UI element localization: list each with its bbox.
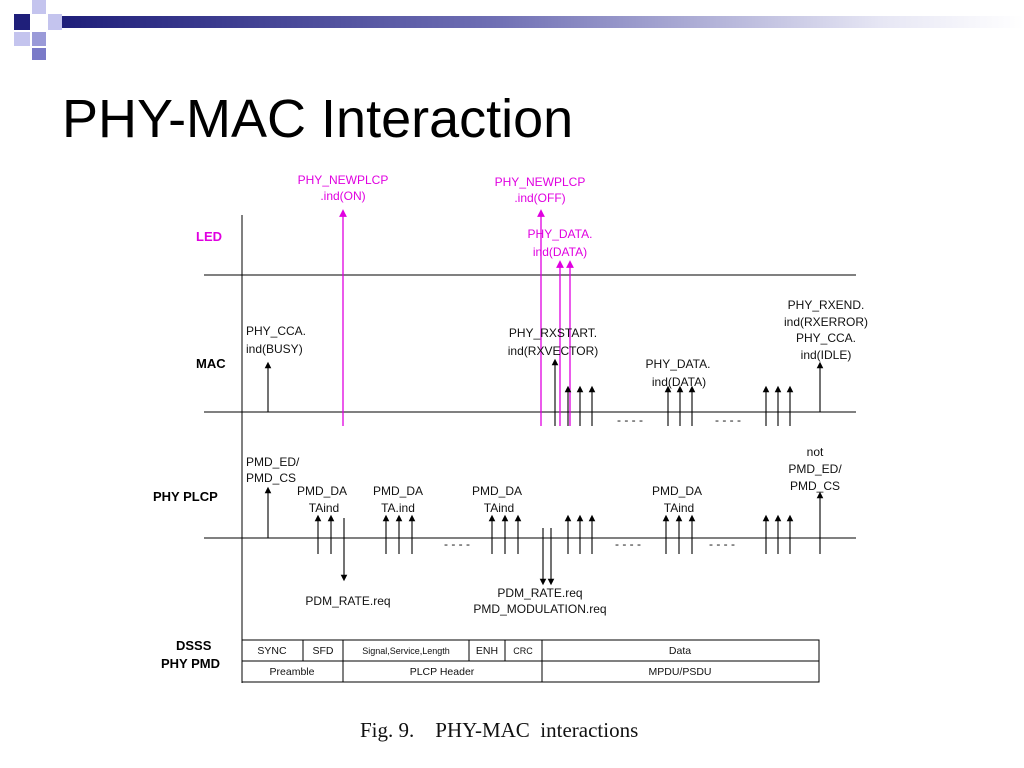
newplcp-off-label: PHY_NEWPLCP (495, 175, 586, 189)
rxend-label: PHY_RXEND. (788, 298, 865, 312)
pmd-data-label: TAind (664, 501, 694, 515)
pmd-data-label: TAind (309, 501, 339, 515)
rate-req-label: PDM_RATE.req (497, 586, 582, 600)
frame-cell: PLCP Header (410, 666, 475, 678)
layer-label-dsss: DSSS (176, 638, 212, 653)
rxend-label: ind(IDLE) (801, 348, 852, 362)
pmd-data-label: PMD_DA (373, 484, 423, 498)
rxstart-label: PHY_RXSTART. (509, 326, 597, 340)
plcp-dots: - - - - (709, 537, 735, 551)
corner-square (32, 48, 46, 60)
frame-cell: Preamble (270, 666, 315, 678)
led-data-label: ind(DATA) (533, 245, 587, 259)
cca-busy-label: ind(BUSY) (246, 342, 303, 356)
modulation-req-label: PMD_MODULATION.req (473, 602, 606, 616)
slide-title: PHY-MAC Interaction (62, 89, 574, 149)
layer-label-mac: MAC (196, 356, 226, 371)
rxstart-label: ind(RXVECTOR) (508, 344, 598, 358)
layer-label-led: LED (196, 229, 222, 244)
not-pmd-ed-label: PMD_ED/ (788, 462, 842, 476)
corner-square (48, 14, 62, 30)
frame-cell: ENH (476, 645, 498, 657)
not-pmd-ed-label: not (807, 445, 824, 459)
not-pmd-ed-label: PMD_CS (790, 479, 840, 493)
figure-caption: Fig. 9. PHY-MAC interactions (360, 718, 639, 742)
mac-dots: - - - - (715, 413, 741, 427)
led-data-label: PHY_DATA. (528, 227, 593, 241)
diagram-frame (204, 215, 856, 683)
rxend-label: PHY_CCA. (796, 331, 856, 345)
led-arrows (339, 209, 574, 426)
plcp-arrows (264, 486, 824, 586)
rxend-label: ind(RXERROR) (784, 315, 868, 329)
pmd-ed-label: PMD_ED/ (246, 455, 300, 469)
cca-busy-label: PHY_CCA. (246, 324, 306, 338)
newplcp-off-label: .ind(OFF) (514, 191, 565, 205)
corner-square (32, 0, 46, 14)
frame-cell: Data (669, 645, 691, 657)
newplcp-on-label: PHY_NEWPLCP (298, 173, 389, 187)
layer-label-phy-plcp: PHY PLCP (153, 489, 218, 504)
pmd-data-label: TA.ind (381, 501, 415, 515)
pmd-data-label: TAind (484, 501, 514, 515)
pmd-ed-label: PMD_CS (246, 471, 296, 485)
plcp-dots: - - - - (444, 537, 470, 551)
newplcp-on-label: .ind(ON) (320, 189, 365, 203)
pmd-data-label: PMD_DA (297, 484, 347, 498)
corner-square (32, 32, 46, 46)
pmd-data-label: PMD_DA (472, 484, 522, 498)
mac-arrows (264, 358, 824, 426)
mac-data-label: PHY_DATA. (646, 357, 711, 371)
rate-req-label: PDM_RATE.req (305, 594, 390, 608)
frame-cell: Signal,Service,Length (362, 646, 450, 656)
layer-label-phy-pmd: PHY PMD (161, 656, 220, 671)
frame-format-table: SYNC SFD Signal,Service,Length ENH CRC D… (241, 639, 820, 683)
frame-cell: SYNC (257, 645, 287, 657)
frame-cell: CRC (513, 646, 533, 656)
pmd-data-label: PMD_DA (652, 484, 702, 498)
corner-square (14, 14, 30, 30)
frame-cell: MPDU/PSDU (648, 666, 711, 678)
mac-dots: - - - - (617, 413, 643, 427)
header-gradient-bar (62, 16, 1024, 28)
plcp-dots: - - - - (615, 537, 641, 551)
mac-data-label: ind(DATA) (652, 375, 706, 389)
frame-cell: SFD (313, 645, 334, 657)
corner-decoration (0, 0, 1024, 62)
corner-square (14, 32, 30, 46)
